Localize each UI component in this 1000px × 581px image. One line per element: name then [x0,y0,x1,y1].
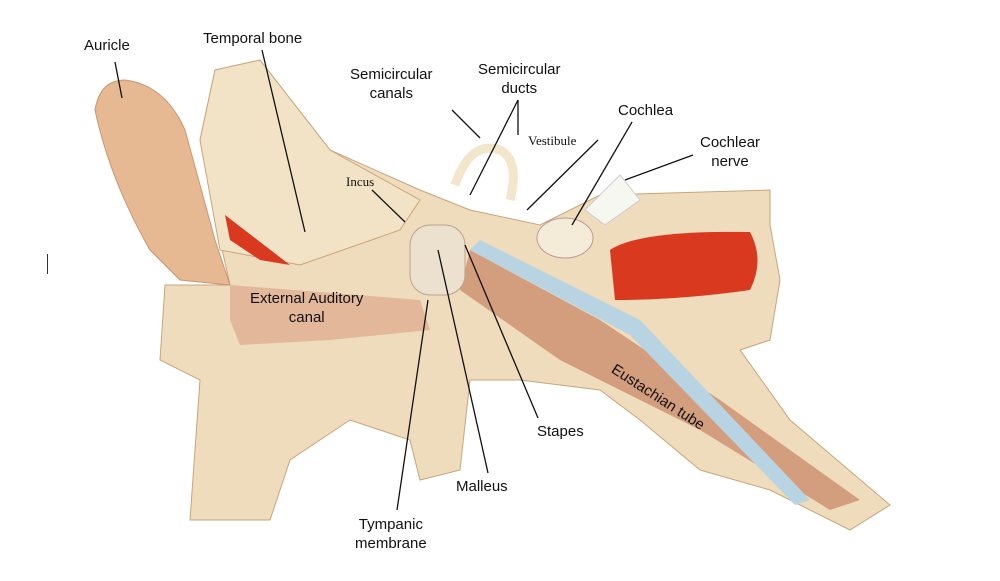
eustachian-tube-shape [460,250,860,510]
blue-stripe [470,240,810,505]
label-temporal-bone: Temporal bone [203,30,303,47]
ossicle-area [409,224,466,296]
red-vessel-right [610,231,758,300]
label-cochlea: Cochlea [618,102,674,119]
cochlea-shape [536,217,594,259]
auricle-shape [94,79,231,286]
leader-lines [114,49,694,511]
red-vessel-left [225,215,290,265]
label-cochlear-nerve: Cochlear nerve [700,134,761,170]
semicircular-canals-shape [450,143,518,202]
label-malleus: Malleus [456,478,508,495]
label-tympanic-membrane: Tympanic membrane [355,516,427,552]
text-cursor [47,254,48,274]
label-semicircular-ducts: Semicircular ducts [478,61,561,97]
label-auricle: Auricle [84,37,130,54]
label-incus: Incus [346,174,375,189]
label-semicircular-canals: Semicircular canals [350,66,433,102]
temporal-bone-shape [199,59,421,266]
label-stapes: Stapes [537,423,584,440]
external-canal-shape [230,285,430,345]
cochlear-nerve-shape [584,174,641,226]
label-vestibule: Vestibule [528,133,577,148]
label-external-auditory-canal: External Auditory canal [250,290,364,326]
